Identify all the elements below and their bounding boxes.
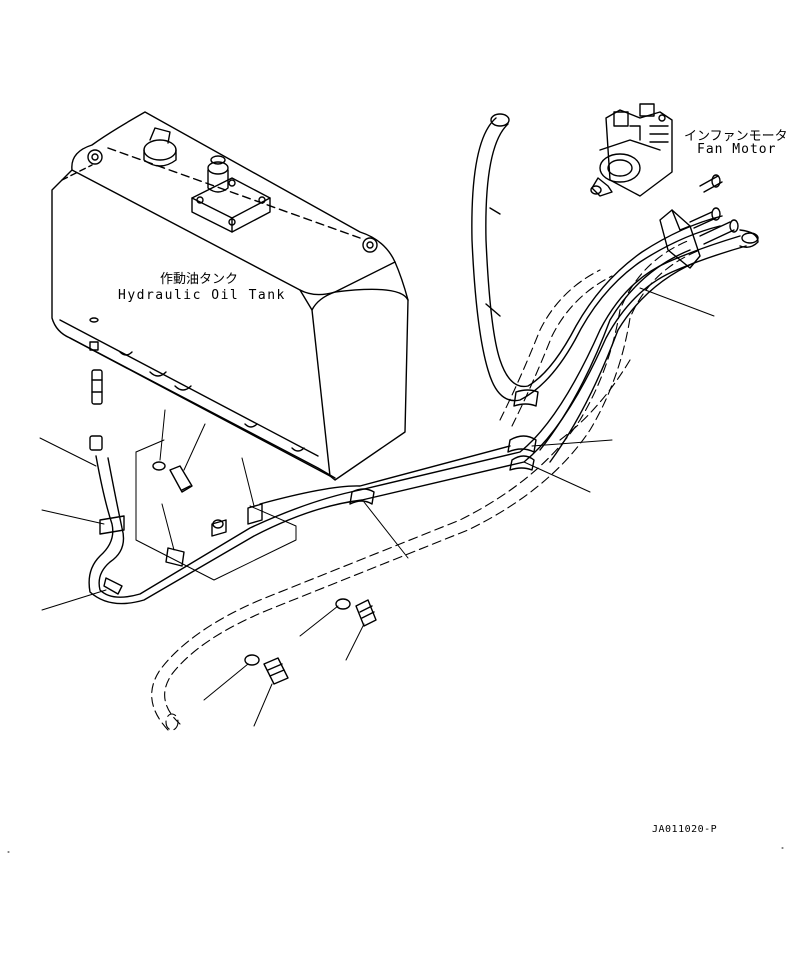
fan-motor-label-jp: インファンモータ bbox=[684, 129, 788, 144]
mounting-plate-outline bbox=[135, 439, 297, 581]
fan-motor bbox=[590, 103, 673, 197]
fan-motor-label-en: Fan Motor bbox=[697, 142, 777, 157]
hose-clamps bbox=[99, 389, 539, 595]
bolts-and-washers bbox=[152, 461, 377, 685]
leader-lines bbox=[39, 287, 715, 727]
hydraulic-oil-tank bbox=[51, 111, 409, 481]
drawing-number: JA011020-P bbox=[652, 824, 718, 835]
upper-return-hose bbox=[471, 113, 723, 402]
drain-fitting bbox=[89, 369, 103, 451]
hydraulic-oil-tank-label-en: Hydraulic Oil Tank bbox=[118, 288, 286, 303]
hydraulic-oil-tank-label-jp: 作動油タンク bbox=[160, 272, 239, 287]
hose-end-fittings bbox=[659, 174, 759, 269]
phantom-hose-routes bbox=[151, 239, 701, 731]
